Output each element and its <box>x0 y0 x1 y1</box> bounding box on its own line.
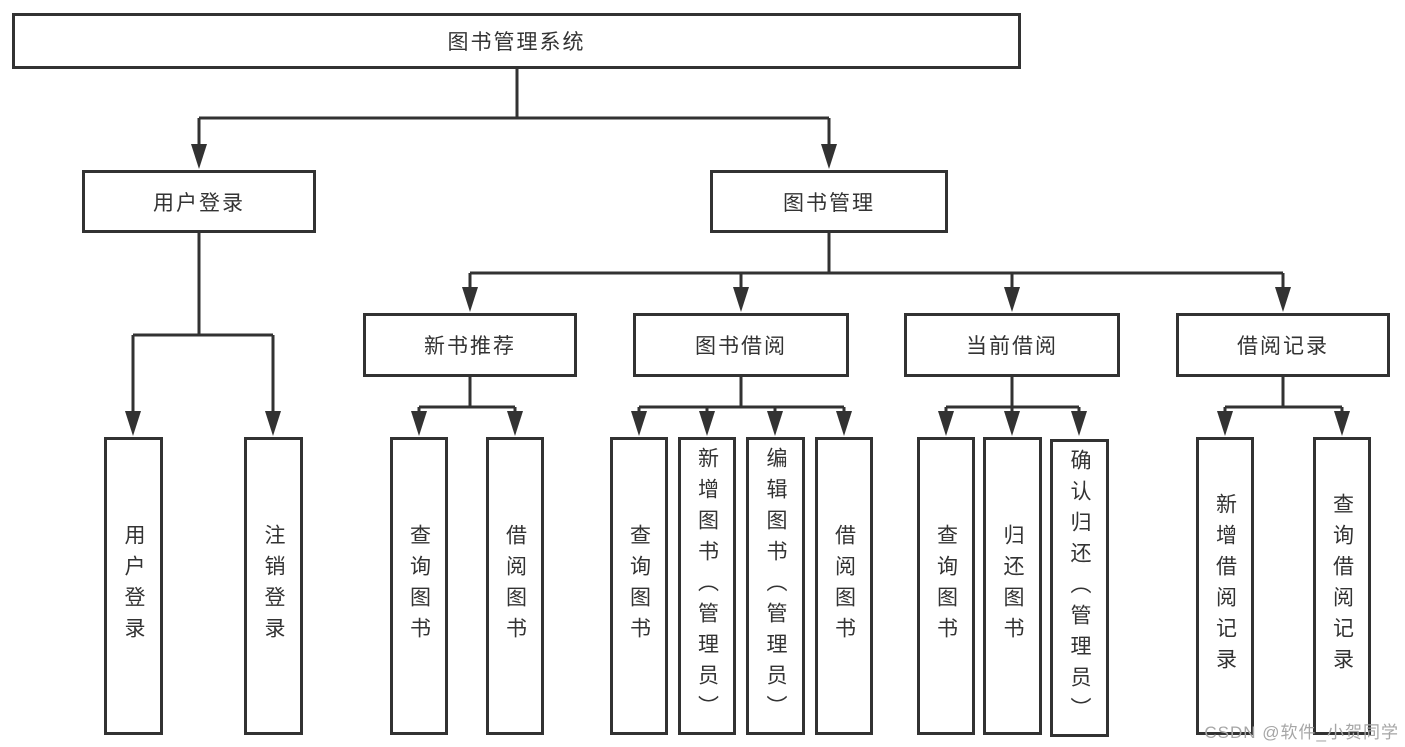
node-borrow-records: 借阅记录 <box>1176 313 1390 377</box>
leaf-add-borrow-record: 新增借阅记录 <box>1196 437 1254 735</box>
leaf-edit-books-admin: 编辑图书（管理员） <box>746 437 805 735</box>
node-root-system: 图书管理系统 <box>12 13 1021 69</box>
leaf-query-borrow-record: 查询借阅记录 <box>1313 437 1371 735</box>
node-new-book-recommend: 新书推荐 <box>363 313 577 377</box>
node-current-borrow: 当前借阅 <box>904 313 1120 377</box>
leaf-logout: 注销登录 <box>244 437 303 735</box>
csdn-watermark: CSDN @软件_小贺同学 <box>1204 723 1399 742</box>
leaf-newbook-query-books: 查询图书 <box>390 437 448 735</box>
node-book-management: 图书管理 <box>710 170 948 233</box>
node-user-login: 用户登录 <box>82 170 316 233</box>
leaf-borrow-query-books: 查询图书 <box>610 437 668 735</box>
leaf-borrow-lend-books: 借阅图书 <box>815 437 873 735</box>
leaf-confirm-return-admin: 确认归还（管理员） <box>1050 439 1109 737</box>
leaf-user-login: 用户登录 <box>104 437 163 735</box>
leaf-newbook-borrow-books: 借阅图书 <box>486 437 544 735</box>
node-book-borrow: 图书借阅 <box>633 313 849 377</box>
leaf-add-books-admin: 新增图书（管理员） <box>678 437 736 735</box>
leaf-return-books: 归还图书 <box>983 437 1042 735</box>
leaf-current-query-books: 查询图书 <box>917 437 975 735</box>
